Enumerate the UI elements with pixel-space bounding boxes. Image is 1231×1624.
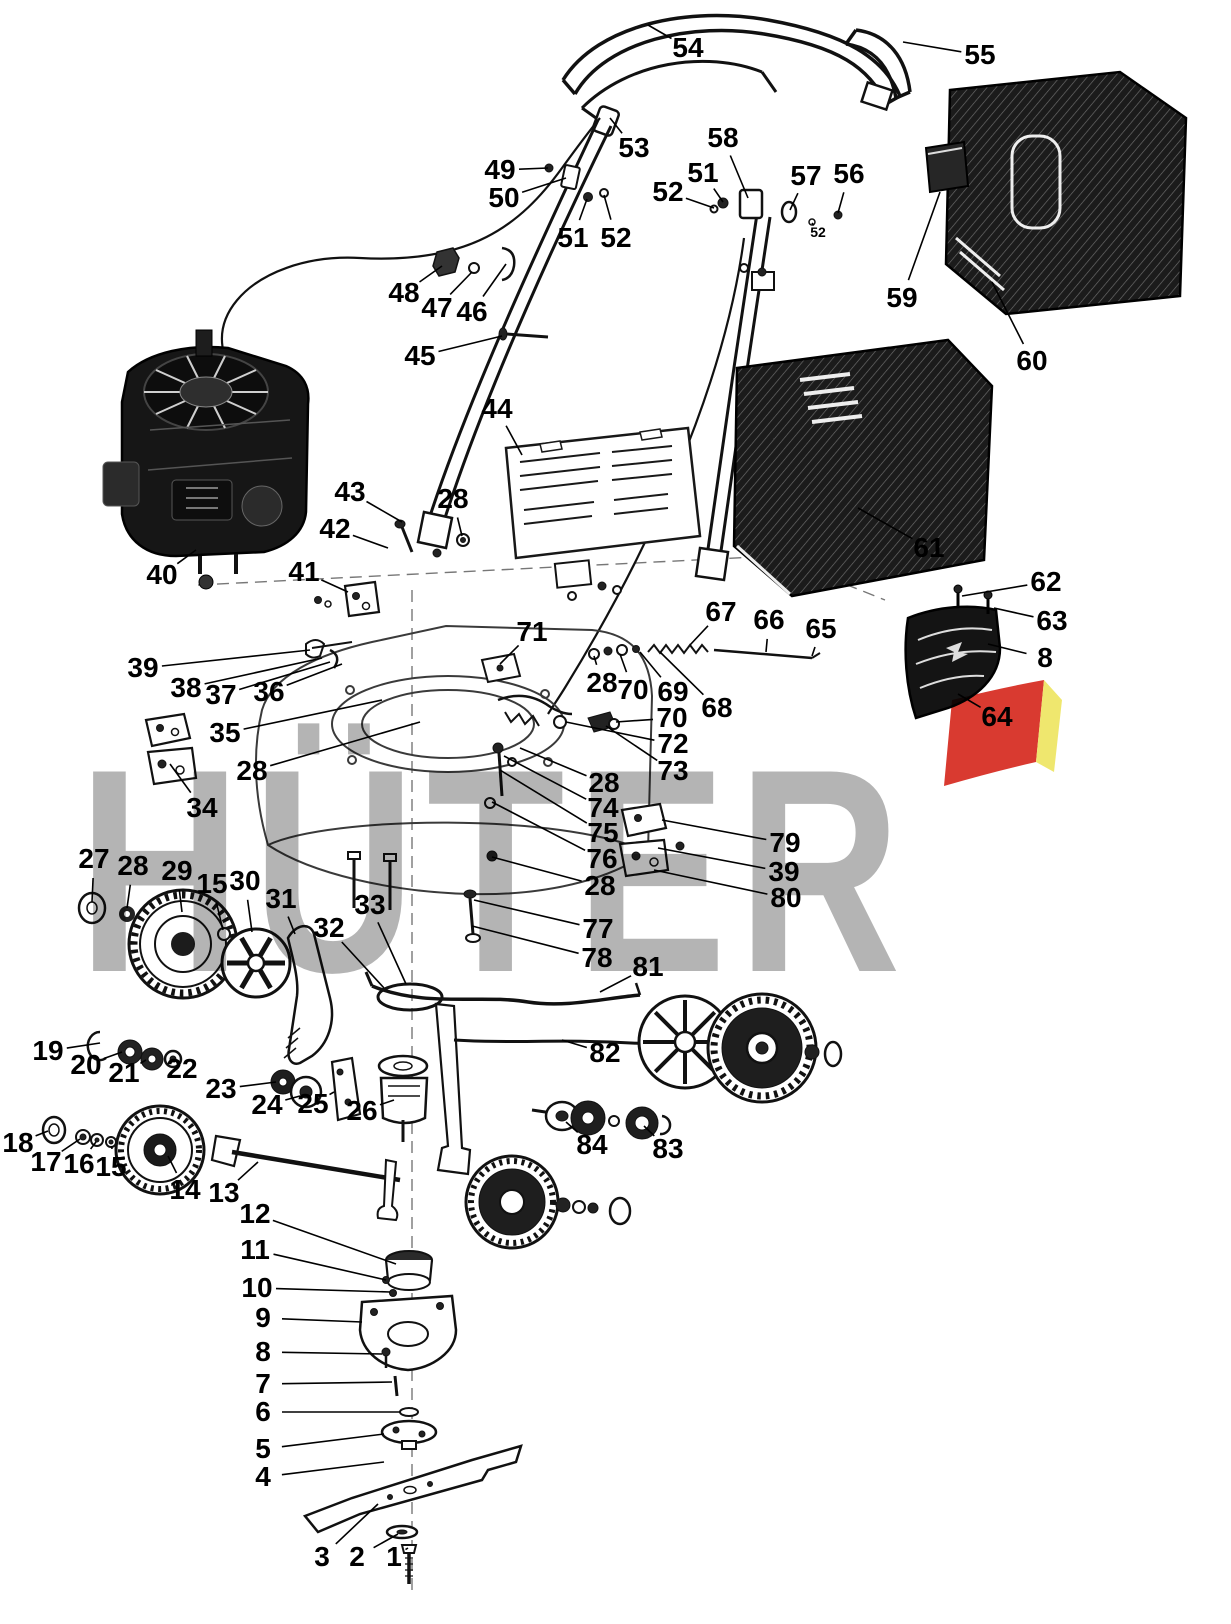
right-mount-brackets (618, 802, 685, 878)
control-cables (220, 117, 746, 715)
handle-mount-bolts (314, 519, 470, 618)
deck-housing (254, 624, 654, 910)
grass-catcher-body (732, 338, 994, 598)
engine (102, 329, 310, 590)
rear-right-wheel-set (637, 992, 843, 1104)
clutch-parts (531, 1100, 672, 1140)
upper-handle (561, 13, 912, 137)
blade-spindle-assembly (358, 1250, 458, 1450)
handle-hardware (432, 163, 843, 601)
mulch-cover (904, 584, 1002, 720)
blade-assembly (302, 1444, 523, 1584)
lower-handle-tubes (416, 119, 775, 582)
small-wheel-and-axle (114, 1104, 401, 1222)
rear-door (504, 426, 702, 560)
height-link-rod (364, 971, 642, 1012)
height-adjust-lever (283, 925, 334, 1065)
washer-set-left (41, 1115, 117, 1148)
front-frame-bracket (434, 1002, 649, 1176)
grass-catcher-clip (924, 140, 970, 194)
front-caster-wheel (464, 1154, 632, 1250)
grass-catcher-lid (944, 70, 1188, 316)
gearbox-assembly (270, 1054, 429, 1142)
bearing-set-left (86, 1030, 183, 1071)
tension-spring-rod (588, 643, 821, 660)
front-left-wheel (77, 888, 292, 1000)
left-mount-brackets (144, 639, 353, 786)
